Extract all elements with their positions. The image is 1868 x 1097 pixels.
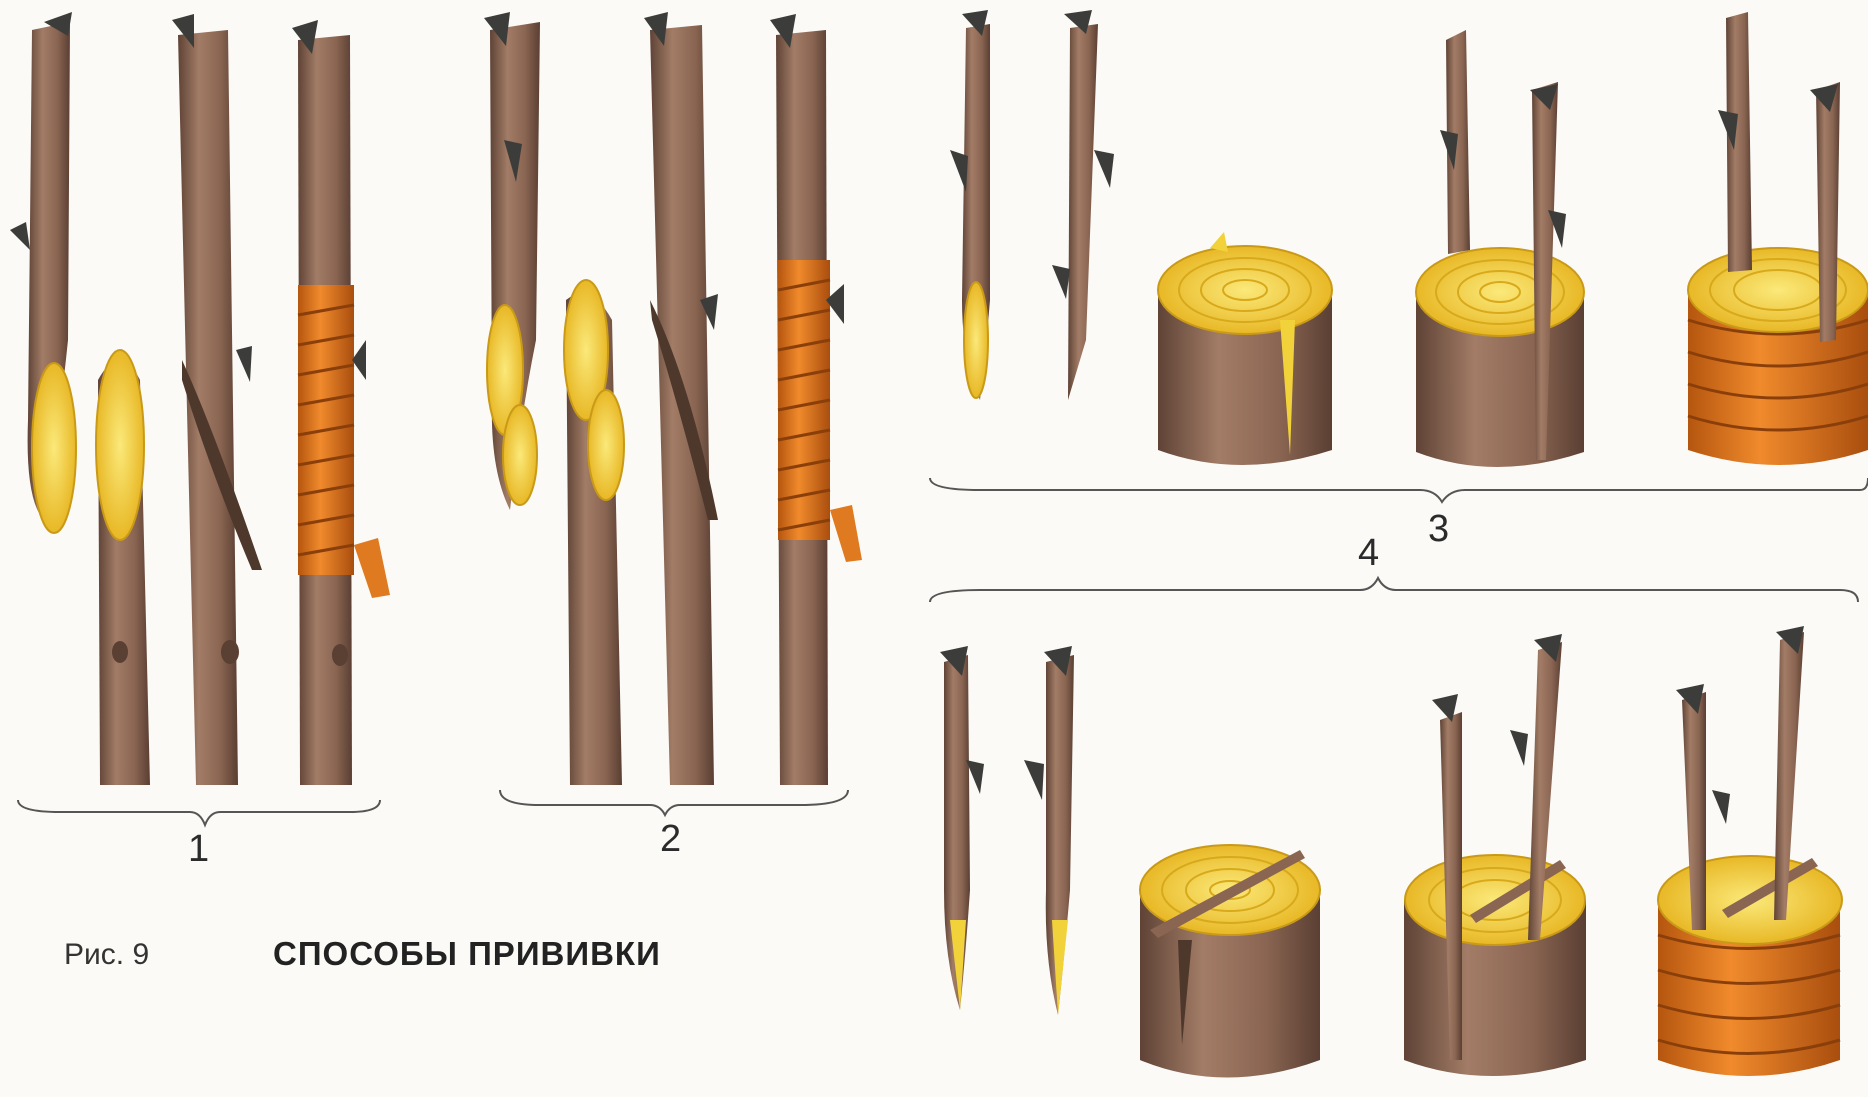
bud-icon <box>10 222 30 250</box>
scion-cut-1a <box>32 363 76 533</box>
bud-icon <box>236 346 252 382</box>
bud-icon <box>1712 790 1730 824</box>
figure-title: СПОСОБЫ ПРИВИВКИ <box>273 935 661 973</box>
joined-1b <box>178 30 238 785</box>
bud-icon <box>1024 760 1044 800</box>
figure-label: Рис. 9 <box>64 938 149 972</box>
group-label-3: 3 <box>1428 508 1449 551</box>
group-4-cleft-grafting <box>930 578 1858 1078</box>
bracket-3 <box>930 478 1868 502</box>
group-2-improved-copulation <box>484 12 862 815</box>
bracket-4 <box>930 578 1858 602</box>
bud-icon <box>1510 730 1528 766</box>
bud-icon <box>352 340 366 380</box>
bud-icon <box>1094 150 1114 188</box>
group-label-1: 1 <box>188 828 209 871</box>
group-3-bark-grafting <box>930 10 1868 502</box>
bracket-2 <box>500 790 848 815</box>
group-label-4: 4 <box>1358 532 1379 575</box>
bud-icon <box>950 150 968 192</box>
rootstock-cut-1a <box>96 350 144 540</box>
group-label-2: 2 <box>660 818 681 861</box>
group-1-copulation <box>10 12 390 825</box>
bracket-1 <box>18 800 380 825</box>
bud-icon <box>1052 265 1070 299</box>
